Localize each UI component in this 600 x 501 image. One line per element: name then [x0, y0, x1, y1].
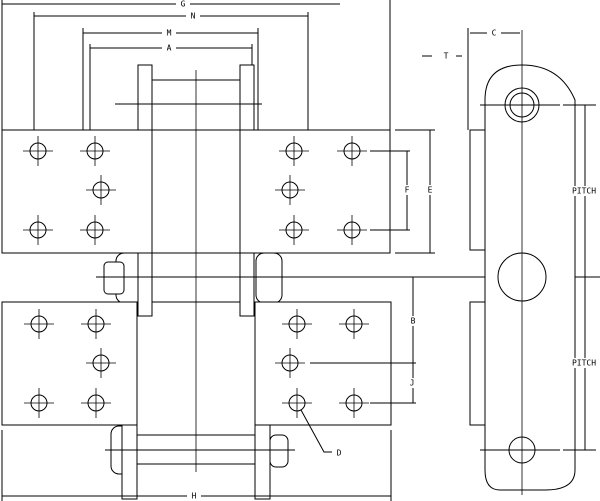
- dim-g-label: G: [181, 0, 186, 9]
- dim-j-label: J: [410, 379, 415, 388]
- dim-a-label: A: [167, 44, 172, 53]
- dim-b-label: B: [411, 317, 416, 326]
- dim-n-label: N: [191, 12, 196, 21]
- dimension-labels: G N M A C T E F PITCH PITCH B J D H: [162, 0, 600, 501]
- dim-m-label: M: [167, 29, 172, 38]
- dim-h-label: H: [192, 492, 197, 501]
- dim-c-label: C: [492, 29, 497, 38]
- bolt-holes: [23, 136, 369, 418]
- lower-left-attachment-plate: [1, 301, 138, 426]
- side-view: [467, 28, 596, 495]
- dim-pitch-lower-label: PITCH: [572, 359, 596, 368]
- dim-d-label: D: [337, 449, 342, 458]
- dim-t-label: T: [444, 52, 449, 61]
- dim-e-label: E: [428, 186, 433, 195]
- dim-pitch-upper-label: PITCH: [572, 187, 596, 196]
- dim-f-label: F: [405, 186, 410, 195]
